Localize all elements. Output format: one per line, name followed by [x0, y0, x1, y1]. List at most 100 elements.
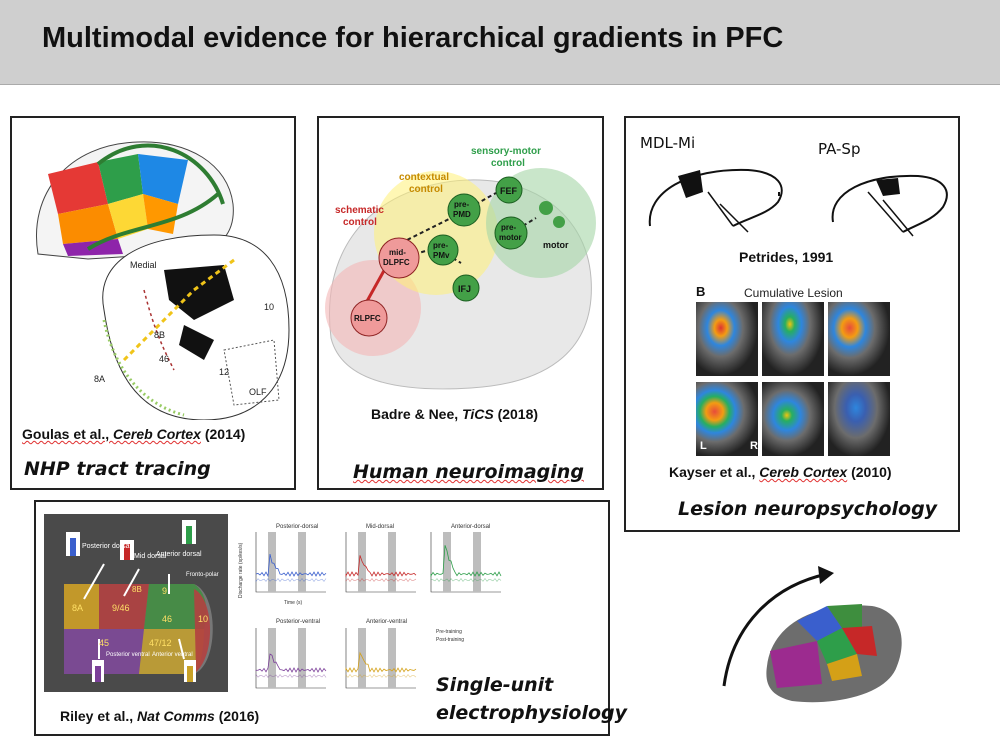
tract-tracing-panel: Medial 8B 46 12 10 OLF 8A Goulas et al.,…: [10, 116, 296, 490]
node-pre-motor-a: pre-: [501, 223, 516, 232]
psth-trace: [255, 653, 327, 673]
psth-axes: [255, 628, 326, 689]
lesion-panel: MDL-Mi PA-Sp Petrides, 1991 B Cumulative…: [624, 116, 960, 532]
psth-stimulus-band: [388, 628, 396, 688]
monkey-lesion-drawings: [648, 168, 948, 237]
ephys-cite-journal: Nat Comms: [137, 708, 215, 724]
node-pre-pmd-b: PMD: [453, 210, 471, 219]
hierarchy-diagram: sensory-motor control contextual control…: [325, 146, 596, 390]
tract-cite-year: (2014): [200, 426, 246, 442]
lesion-fig-letter: B: [696, 284, 706, 299]
psth-trace: [345, 651, 417, 673]
area-label-9: 9: [162, 586, 167, 596]
tract-label-olf: OLF: [249, 387, 267, 397]
title-bar: Multimodal evidence for hierarchical gra…: [0, 0, 1000, 85]
mri-slice: [762, 382, 824, 456]
psth-stimulus-band: [388, 532, 396, 592]
lesion-cite-year: (2010): [847, 464, 892, 480]
psth-axes: [345, 532, 416, 593]
psth-title-anterior-ventral: Anterior-ventral: [366, 619, 407, 625]
level-label-sensory-motor: sensory-motor: [471, 146, 541, 157]
psth-trace: [255, 553, 327, 578]
area-label-8a: 8A: [72, 603, 83, 613]
region-label-anterior-ventral: Anterior ventral: [152, 652, 193, 658]
gradient-arrow-brain: [722, 566, 902, 703]
psth-legend-pre: Pre-training: [436, 629, 462, 635]
region-label-anterior-dorsal: Anterior dorsal: [156, 551, 202, 558]
imaging-cite-journal: TiCS: [462, 406, 494, 422]
psth-stimulus-band: [443, 532, 451, 592]
ephys-cite-authors: Riley et al.,: [60, 708, 138, 724]
psth-stimulus-band: [268, 628, 276, 688]
imaging-cite-authors: Badre & Nee,: [371, 406, 463, 422]
lesion-label-right: PA-Sp: [818, 140, 861, 158]
psth-stimulus-band: [358, 628, 366, 688]
area-label-9-46: 9/46: [112, 603, 130, 613]
node-motor: motor: [543, 240, 569, 250]
ephys-citation: Riley et al., Nat Comms (2016): [60, 708, 259, 724]
level-label-sensory-control: control: [491, 158, 525, 169]
medial-brain-drawing: Medial 8B 46 12 10 OLF 8A: [94, 234, 290, 420]
region-label-posterior-dorsal: Posterior dorsal: [82, 543, 131, 550]
psth-title-posterior-ventral: Posterior-ventral: [276, 619, 320, 625]
tract-label-medial: Medial: [130, 260, 157, 270]
region-label-posterior-ventral: Posterior ventral: [106, 652, 150, 658]
psth-stimulus-band: [473, 532, 481, 592]
tract-cite-authors: Goulas et al.,: [22, 426, 114, 442]
tract-cite-journal: Cereb Cortex: [113, 426, 201, 442]
node-pre-pmv-b: PMv: [433, 251, 450, 260]
mri-slice: [696, 382, 758, 456]
psth-legend-post: Post-training: [436, 637, 464, 643]
psth-axes: [430, 532, 501, 593]
psth-axes: [345, 628, 416, 689]
node-ifj: IFJ: [458, 284, 471, 294]
psth-ylabel: Discharge rate (spikes/s): [238, 542, 244, 598]
node-pre-pmv-a: pre-: [433, 241, 448, 250]
neuroimaging-panel: sensory-motor control contextual control…: [317, 116, 604, 490]
imaging-cite-year: (2018): [493, 406, 539, 422]
lesion-citation: Kayser et al., Cereb Cortex (2010): [669, 464, 892, 480]
tract-label-12: 12: [219, 367, 229, 377]
area-label-8b: 8B: [132, 585, 142, 594]
psth-trace: [345, 555, 417, 578]
psth-trace-pre: [430, 577, 502, 583]
ephys-method-line1: Single-unit: [436, 674, 554, 696]
area-label-46: 46: [162, 614, 172, 624]
gradient-arrow: [722, 572, 828, 687]
ephys-cite-year: (2016): [214, 708, 260, 724]
tract-method-label: NHP tract tracing: [24, 458, 211, 480]
tract-label-8a: 8A: [94, 374, 105, 384]
mri-slice: [828, 302, 890, 376]
area-label-47-12: 47/12: [149, 638, 172, 648]
psth-trace-pre: [255, 577, 327, 583]
ephys-panel: Posterior dorsal Mid dorsal Anterior dor…: [34, 500, 627, 736]
node-rlpfc: RLPFC: [354, 314, 381, 323]
lesion-label-left: MDL-Mi: [640, 134, 696, 152]
lesion-method-label: Lesion neuropsychology: [678, 498, 938, 520]
lesion-fig-title: Cumulative Lesion: [744, 286, 843, 300]
psth-trace-pre: [345, 577, 417, 583]
imaging-citation: Badre & Nee, TiCS (2018): [371, 406, 538, 422]
psth-trace-pre: [255, 673, 327, 679]
node-mid-dlpfc-b: DLPFC: [383, 258, 410, 267]
imaging-method-label: Human neuroimaging: [353, 461, 584, 483]
scan-label-l: L: [700, 440, 707, 452]
psth-trace-pre: [345, 673, 417, 679]
node-fef: FEF: [500, 186, 518, 196]
psth-title-posterior-dorsal: Posterior-dorsal: [276, 524, 318, 530]
area-label-10: 10: [198, 614, 208, 624]
colored-brain-map: [36, 141, 234, 260]
monkey-pfc-figure: Posterior dorsal Mid dorsal Anterior dor…: [44, 514, 228, 692]
tract-citation: Goulas et al., Cereb Cortex (2014): [22, 426, 245, 442]
ephys-method-line2: electrophysiology: [436, 702, 627, 724]
area-label-45: 45: [99, 638, 109, 648]
psth-xlabel: Time (s): [284, 600, 302, 606]
psth-plots: Posterior-dorsal Mid-dorsal Anterior-dor…: [238, 524, 502, 689]
level-label-schematic-control: control: [343, 217, 377, 228]
psth-trace: [430, 545, 502, 578]
lesion-cite-journal: Cereb Cortex: [759, 464, 848, 480]
imaging-method-text: Human neuroimaging: [353, 461, 584, 483]
slide-title: Multimodal evidence for hierarchical gra…: [42, 22, 784, 54]
psth-stimulus-band: [298, 532, 306, 592]
macaque-brain-figure: Medial 8B 46 12 10 OLF 8A: [36, 141, 290, 420]
